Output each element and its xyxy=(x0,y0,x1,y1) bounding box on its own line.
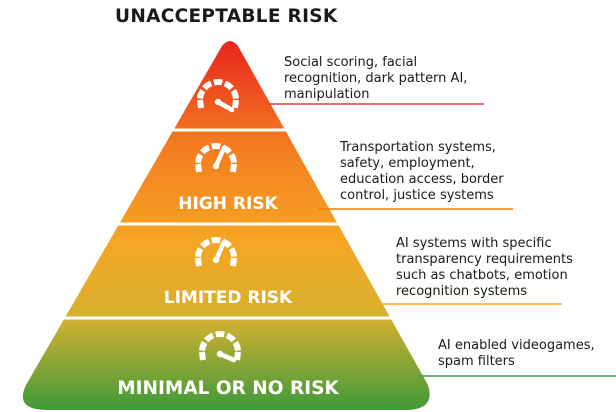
tier-separators xyxy=(62,128,393,320)
description-line: recognition systems xyxy=(396,284,528,299)
description-line: recognition, dark pattern AI, xyxy=(284,71,468,86)
gauge-segment xyxy=(199,351,206,361)
gauge-needle xyxy=(213,145,227,169)
description-line: education access, border xyxy=(340,172,504,187)
description-underlines xyxy=(268,103,616,377)
description-line: AI enabled videogames, xyxy=(438,338,595,353)
gauge-segment xyxy=(200,238,211,249)
tier-label-minimal-risk: MINIMAL OR NO RISK xyxy=(117,378,339,399)
tier-label-limited-risk: LIMITED RISK xyxy=(163,288,293,308)
gauge-segment xyxy=(204,332,215,343)
description-line: manipulation xyxy=(284,87,370,102)
tier-label-high-risk: HIGH RISK xyxy=(178,194,278,214)
description-line: Social scoring, facial xyxy=(284,55,418,70)
gauge-segment xyxy=(197,89,206,99)
gauge-segment xyxy=(199,341,208,351)
description-unacceptable-risk: Social scoring, facial recognition, dark… xyxy=(284,55,467,103)
description-line: such as chatbots, emotion xyxy=(396,268,568,283)
gauge-segment xyxy=(230,89,239,99)
gauge-segment xyxy=(195,163,202,173)
gauge-segment xyxy=(202,80,213,91)
gauge-segment xyxy=(195,153,204,163)
gauge-hub xyxy=(212,256,220,264)
gauge-segment xyxy=(230,257,237,267)
gauge-segment xyxy=(195,247,204,257)
description-line: control, justice systems xyxy=(340,188,494,203)
gauge-icon xyxy=(199,331,241,363)
gauge-segment xyxy=(197,99,204,109)
gauge-icon xyxy=(195,143,237,173)
description-limited-risk: AI systems with specific transparency re… xyxy=(396,236,573,300)
description-line: safety, employment, xyxy=(340,156,475,171)
gauge-icon xyxy=(195,237,237,267)
gauge-segment xyxy=(230,163,237,173)
description-line: transparency requirements xyxy=(396,252,573,267)
description-line: spam filters xyxy=(438,354,515,369)
gauge-segment xyxy=(225,332,236,343)
description-high-risk: Transportation systems, safety, employme… xyxy=(340,140,504,204)
gauge-segment xyxy=(223,80,234,91)
gauge-needle xyxy=(213,239,227,263)
gauge-hub xyxy=(212,162,220,170)
gauge-segment xyxy=(195,257,202,267)
description-line: AI systems with specific xyxy=(396,236,552,251)
gauge-icon xyxy=(197,79,239,113)
gauge-segment xyxy=(234,351,241,361)
description-minimal-risk: AI enabled videogames, spam filters xyxy=(438,338,595,370)
description-line: Transportation systems, xyxy=(340,140,496,155)
gauge-hub xyxy=(216,350,224,358)
gauge-segment xyxy=(200,144,211,155)
gauge-hub xyxy=(214,98,222,106)
gauge-segment xyxy=(228,153,237,163)
tier-title-unacceptable-risk: UNACCEPTABLE RISK xyxy=(115,6,338,27)
gauge-segment xyxy=(228,247,237,257)
gauge-segment xyxy=(232,99,239,109)
gauge-icons xyxy=(195,79,241,363)
gauge-segment xyxy=(232,341,241,351)
